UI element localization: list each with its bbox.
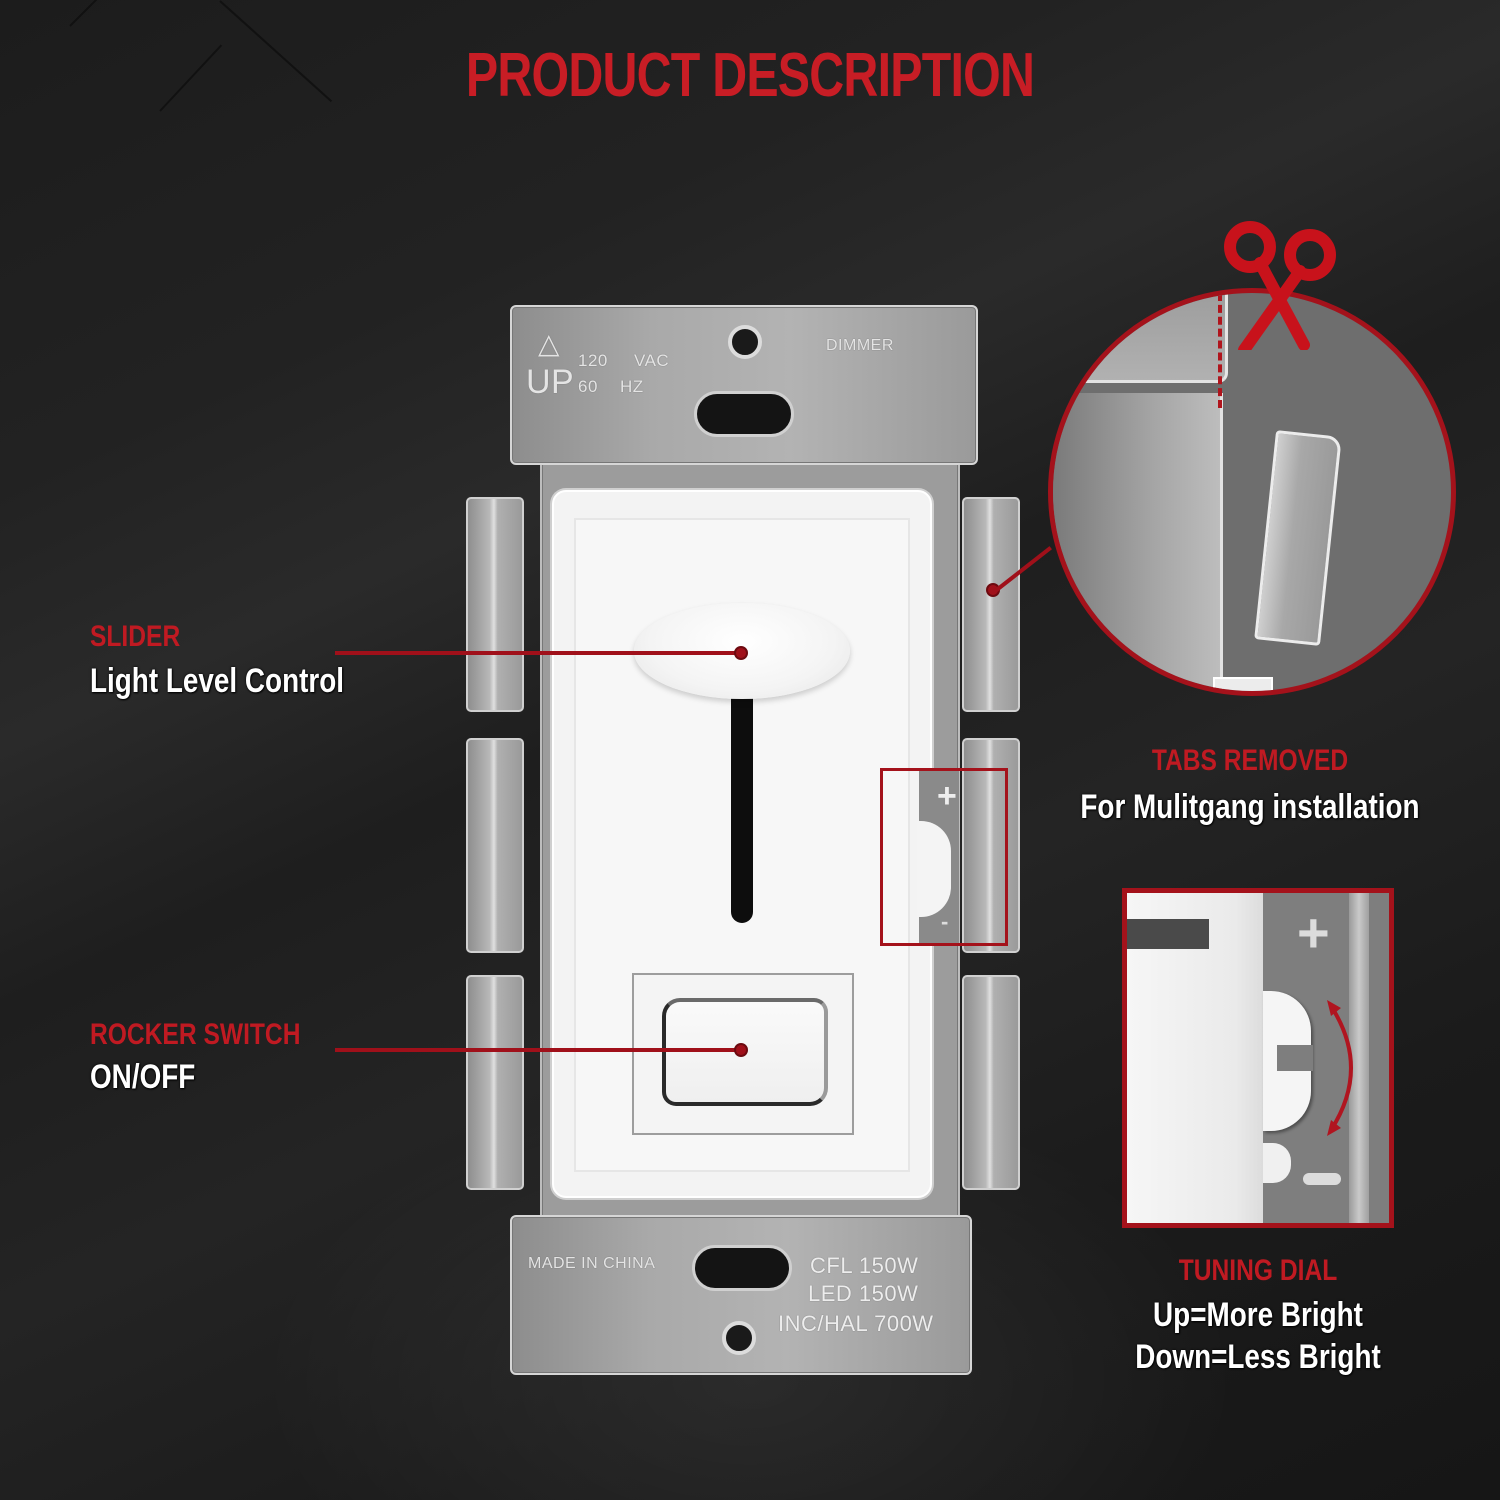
background-line bbox=[69, 0, 114, 27]
scissors-icon bbox=[1224, 221, 1336, 350]
rating-led: LED 150W bbox=[808, 1281, 919, 1306]
plus-icon: + bbox=[937, 777, 957, 815]
double-arrow-icon bbox=[1327, 1000, 1353, 1136]
screw-hole bbox=[722, 1321, 756, 1355]
frequency-value: 60 bbox=[578, 377, 598, 396]
strap-detail-plate bbox=[1053, 393, 1223, 691]
breakoff-tab-right-middle bbox=[962, 738, 1020, 953]
page-title: PRODUCT DESCRIPTION bbox=[465, 41, 1035, 110]
dial-line-2: Down=Less Bright bbox=[1135, 1338, 1381, 1376]
dial-rail bbox=[1349, 893, 1369, 1223]
slider-description: Light Level Control bbox=[90, 662, 345, 700]
frequency-unit: HZ bbox=[620, 377, 644, 396]
cut-line bbox=[1218, 293, 1222, 408]
warning-triangle-icon: △ bbox=[538, 328, 561, 359]
voltage-unit: VAC bbox=[634, 351, 670, 370]
slider-callout-line bbox=[335, 651, 745, 655]
rating-cfl: CFL 150W bbox=[810, 1253, 919, 1278]
strap-detail-edge bbox=[1213, 677, 1273, 691]
orientation-label: UP bbox=[526, 363, 575, 401]
breakoff-tab-left-middle bbox=[466, 738, 524, 953]
minus-icon: - bbox=[941, 909, 949, 934]
voltage-value: 120 bbox=[578, 351, 608, 370]
strap-detail bbox=[1053, 293, 1228, 383]
dial-title: TUNING DIAL bbox=[1178, 1254, 1338, 1287]
rocker-callout-line bbox=[335, 1048, 745, 1052]
slot-detail bbox=[1127, 919, 1209, 949]
breakoff-tab-right-bottom bbox=[962, 975, 1020, 1190]
mounting-slot bbox=[692, 1245, 792, 1291]
origin-label: MADE IN CHINA bbox=[528, 1255, 656, 1272]
minus-icon bbox=[1303, 1173, 1341, 1185]
screw-hole bbox=[728, 325, 762, 359]
tuning-dial-highlight: + - bbox=[880, 768, 1008, 946]
dimmer-label: DIMMER bbox=[826, 337, 894, 354]
breakoff-tab-right-top bbox=[962, 497, 1020, 712]
rocker-description: ON/OFF bbox=[90, 1058, 196, 1096]
breakoff-tab-left-top bbox=[466, 497, 524, 712]
rocker-callout-dot bbox=[734, 1043, 748, 1057]
dial-tooth bbox=[1263, 1143, 1291, 1183]
slider-callout-dot bbox=[734, 646, 748, 660]
bottom-mounting-strap: MADE IN CHINA CFL 150W LED 150W INC/HAL … bbox=[510, 1215, 972, 1375]
tuning-dial-wheel[interactable] bbox=[917, 821, 951, 917]
plus-icon: + bbox=[1297, 901, 1330, 964]
mounting-slot bbox=[694, 391, 794, 437]
dial-line-1: Up=More Bright bbox=[1153, 1296, 1363, 1334]
top-mounting-strap: △ UP 120 VAC 60 HZ DIMMER bbox=[510, 305, 978, 465]
rocker-title: ROCKER SWITCH bbox=[90, 1018, 301, 1051]
tabs-title: TABS REMOVED bbox=[1151, 744, 1349, 777]
removed-tab bbox=[1254, 430, 1342, 646]
slider-title: SLIDER bbox=[90, 620, 181, 653]
dial-notch bbox=[1277, 1045, 1313, 1071]
slider-track bbox=[731, 695, 753, 923]
tabs-removed-magnifier bbox=[1048, 288, 1456, 696]
rating-inc-hal: INC/HAL 700W bbox=[778, 1311, 934, 1336]
tabs-description: For Mulitgang installation bbox=[1080, 788, 1420, 826]
breakoff-tab-left-bottom bbox=[466, 975, 524, 1190]
tuning-dial-inset: + bbox=[1122, 888, 1394, 1228]
